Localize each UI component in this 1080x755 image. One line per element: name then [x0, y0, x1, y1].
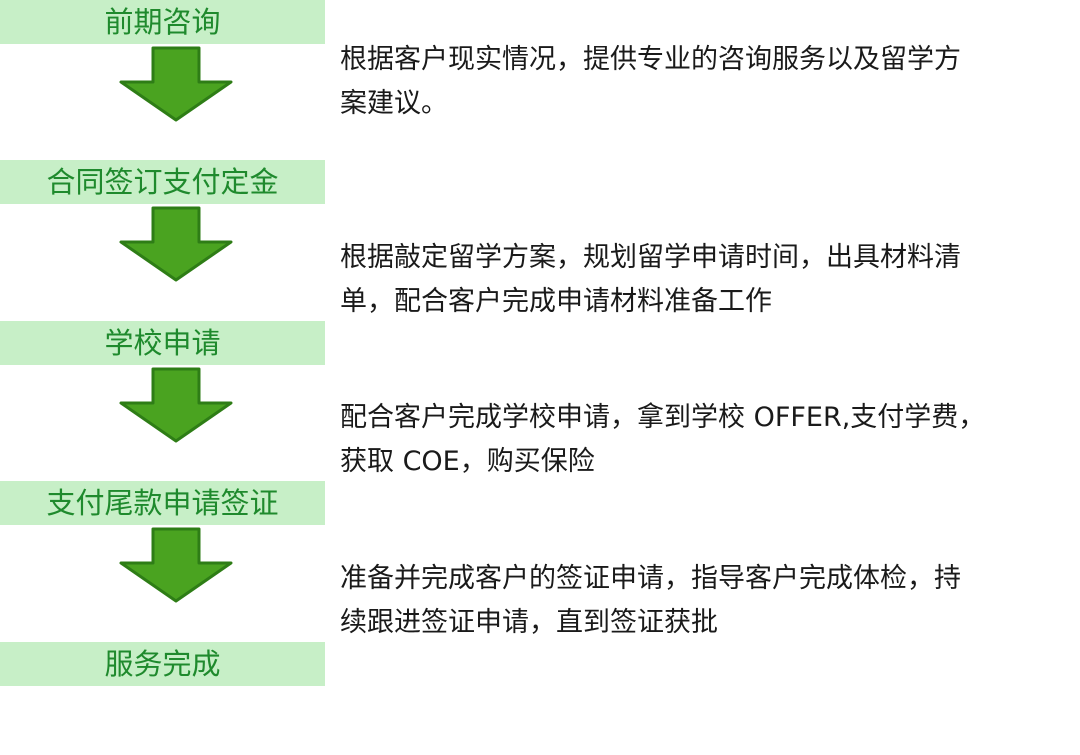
step-school-application: 学校申请 [0, 321, 325, 365]
step-contract-deposit: 合同签订支付定金 [0, 160, 325, 204]
description-line: 准备并完成客户的签证申请，指导客户完成体检，持 [340, 563, 961, 594]
step-service-complete: 服务完成 [0, 642, 325, 686]
description-contract-deposit: 根据敲定留学方案，规划留学申请时间，出具材料清 单，配合客户完成申请材料准备工作 [340, 236, 1058, 324]
step-consultation: 前期咨询 [0, 0, 325, 44]
description-line: 根据敲定留学方案，规划留学申请时间，出具材料清 [340, 242, 961, 273]
description-line: 获取 COE，购买保险 [340, 446, 595, 477]
description-consultation: 根据客户现实情况，提供专业的咨询服务以及留学方 案建议。 [340, 38, 1058, 126]
description-line: 续跟进签证申请，直到签证获批 [340, 607, 718, 638]
down-arrow-icon [119, 206, 233, 282]
description-line: 配合客户完成学校申请，拿到学校 OFFER,支付学费， [340, 402, 986, 433]
down-arrow-icon [119, 527, 233, 603]
down-arrow-icon [119, 46, 233, 122]
down-arrow-icon [119, 367, 233, 443]
description-line: 单，配合客户完成申请材料准备工作 [340, 286, 772, 317]
description-line: 根据客户现实情况，提供专业的咨询服务以及留学方 [340, 44, 961, 75]
step-final-payment-visa: 支付尾款申请签证 [0, 481, 325, 525]
description-school-application: 配合客户完成学校申请，拿到学校 OFFER,支付学费， 获取 COE，购买保险 [340, 396, 1058, 484]
description-visa: 准备并完成客户的签证申请，指导客户完成体检，持 续跟进签证申请，直到签证获批 [340, 557, 1058, 645]
description-line: 案建议。 [340, 88, 448, 119]
